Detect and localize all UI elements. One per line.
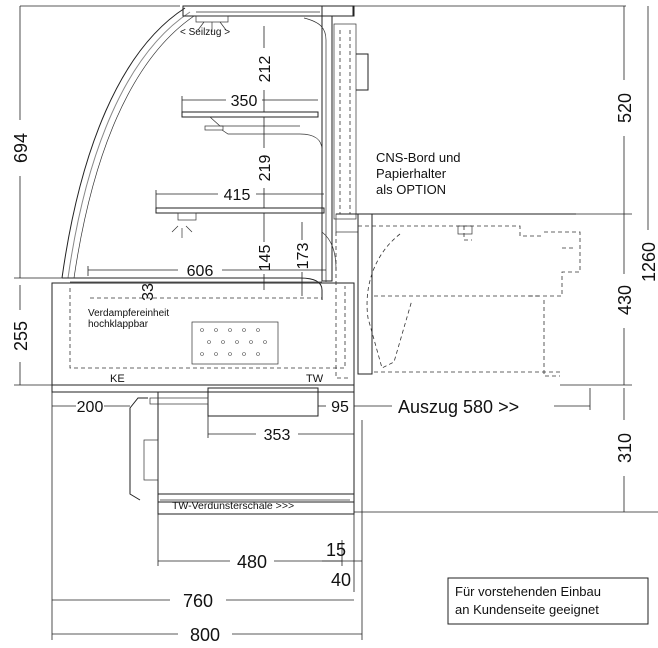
dim-760: 760 bbox=[183, 591, 213, 611]
dim-145: 145 bbox=[257, 245, 274, 272]
note-line-2: an Kundenseite geeignet bbox=[455, 602, 599, 617]
dim-606: 606 bbox=[187, 263, 214, 280]
dim-415: 415 bbox=[224, 187, 251, 204]
ke-label: KE bbox=[110, 373, 125, 385]
dim-95: 95 bbox=[331, 399, 349, 416]
dim-33: 33 bbox=[140, 283, 157, 301]
evaporator-line-2: hochklappbar bbox=[88, 319, 149, 330]
dim-255: 255 bbox=[11, 321, 31, 351]
tw-tray-label: TW-Verdunsterschale >>> bbox=[172, 500, 294, 512]
vent-grille bbox=[200, 328, 267, 356]
lamp-icon bbox=[171, 225, 193, 238]
seilzug-label: < Seilzug > bbox=[180, 27, 230, 38]
note-box bbox=[447, 577, 649, 625]
dim-15: 15 bbox=[326, 540, 346, 560]
option-line-2: Papierhalter bbox=[376, 166, 447, 181]
dim-212: 212 bbox=[257, 56, 274, 83]
dim-200: 200 bbox=[77, 399, 104, 416]
dim-40: 40 bbox=[331, 570, 351, 590]
dim-219: 219 bbox=[257, 155, 274, 182]
note-line-1: Für vorstehenden Einbau bbox=[455, 584, 601, 599]
dim-310: 310 bbox=[615, 433, 635, 463]
tw-label: TW bbox=[306, 373, 324, 385]
dimension-lines bbox=[14, 5, 658, 640]
dim-353: 353 bbox=[264, 427, 291, 444]
evaporator-line-1: Verdampfereinheit bbox=[88, 308, 169, 319]
annotations: < Seilzug > CNS-Bord und Papierhalter al… bbox=[88, 27, 649, 625]
case-outline bbox=[51, 5, 581, 515]
top-lamp-icon bbox=[197, 21, 227, 32]
dim-1260: 1260 bbox=[639, 242, 658, 282]
option-line-3: als OPTION bbox=[376, 182, 446, 197]
dim-173: 173 bbox=[295, 243, 312, 270]
dim-350: 350 bbox=[231, 93, 258, 110]
dim-480: 480 bbox=[237, 552, 267, 572]
dim-800: 800 bbox=[190, 625, 220, 645]
dim-520: 520 bbox=[615, 93, 635, 123]
dimension-labels: 694 255 520 430 1260 310 212 219 145 173… bbox=[11, 56, 658, 645]
dim-430: 430 bbox=[615, 285, 635, 315]
option-line-1: CNS-Bord und bbox=[376, 150, 461, 165]
dim-694: 694 bbox=[11, 133, 31, 163]
auszug-label: Auszug 580 >> bbox=[398, 397, 519, 417]
